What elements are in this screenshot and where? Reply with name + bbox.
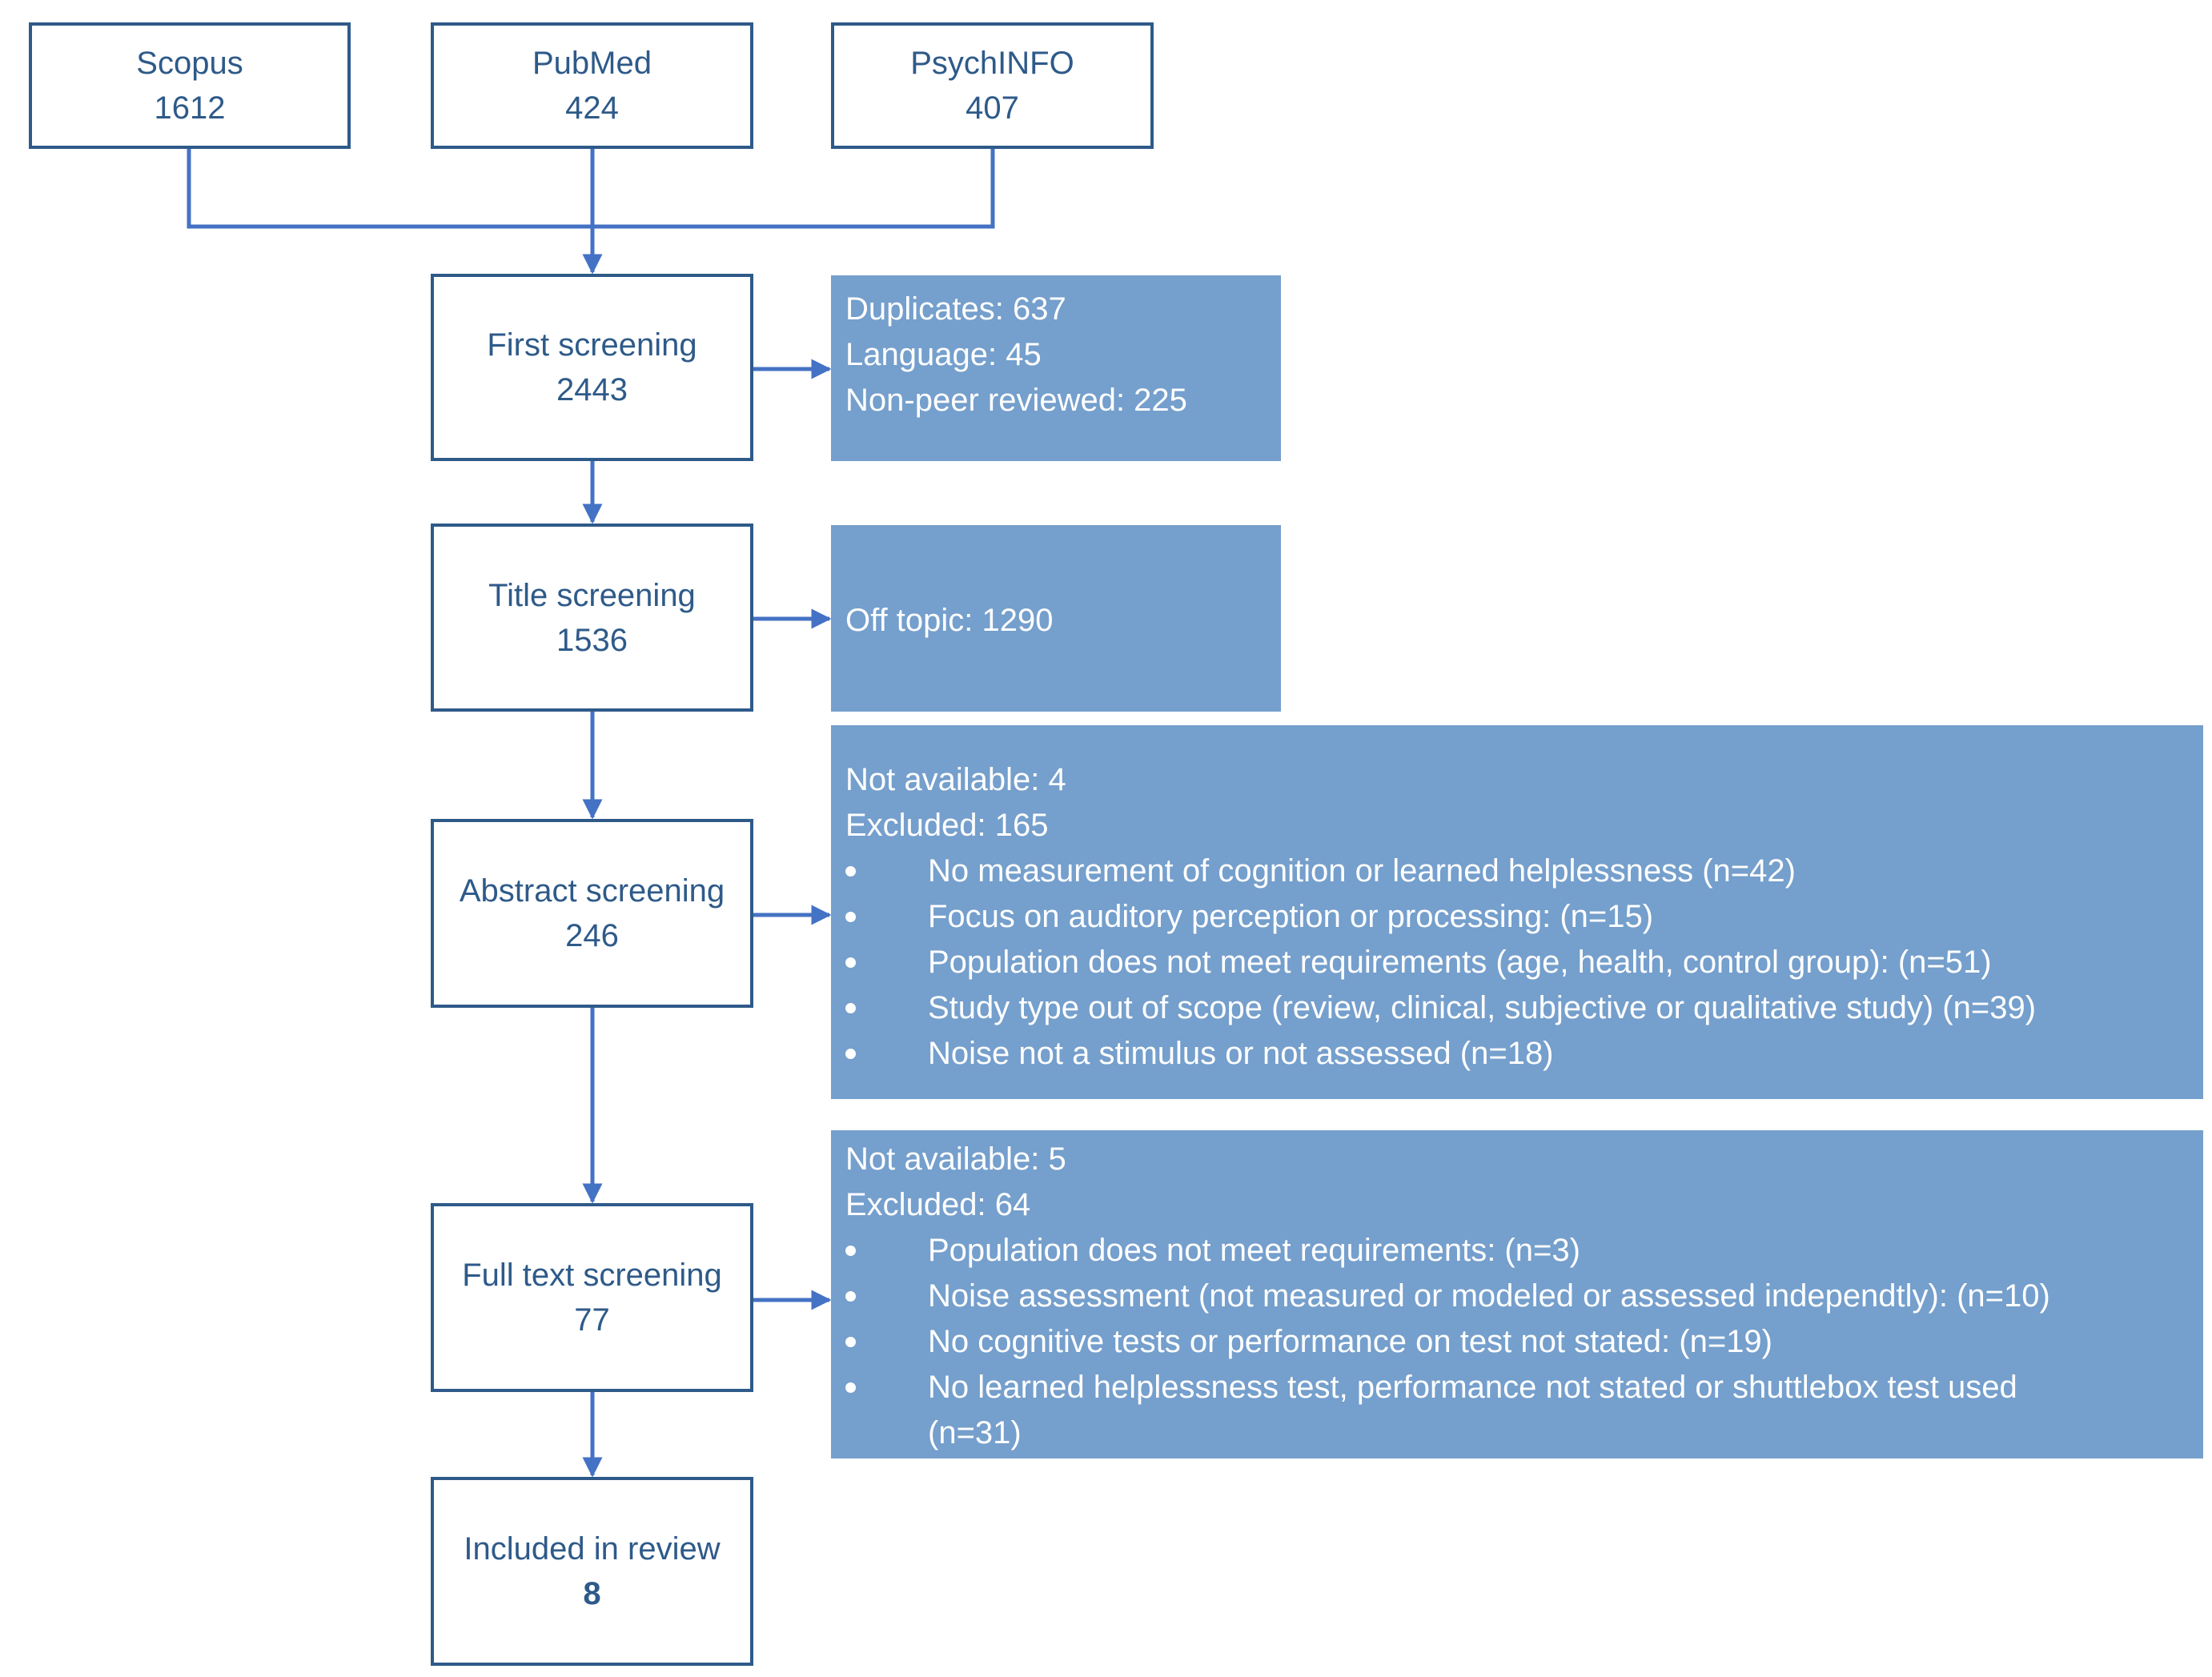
- exclusion-reason-text: Focus on auditory perception or processi…: [928, 899, 1654, 934]
- exclusion-box-first-screening: Duplicates: 637 Language: 45 Non-peer re…: [831, 275, 1281, 461]
- exclusion-reason: Study type out of scope (review, clinica…: [845, 985, 2189, 1031]
- exclusion-reason-text: No measurement of cognition or learned h…: [928, 853, 1796, 889]
- stage-box-included: Included in review 8: [431, 1477, 753, 1666]
- source-count: 407: [965, 90, 1019, 126]
- exclusion-line: Excluded: 165: [845, 808, 1049, 843]
- exclusion-line: Language: 45: [845, 337, 1042, 372]
- stage-count: 1536: [556, 622, 628, 658]
- stage-box-title-screening: Title screening 1536: [431, 524, 753, 712]
- stage-box-first-screening: First screening 2443: [431, 274, 753, 461]
- exclusion-reason: No measurement of cognition or learned h…: [845, 849, 2189, 894]
- exclusion-reasons-list: No measurement of cognition or learned h…: [845, 849, 2189, 1077]
- source-label: Scopus: [136, 46, 243, 81]
- exclusion-line: Not available: 4: [845, 762, 1066, 797]
- exclusion-reason: Population does not meet requirements: (…: [845, 1228, 2189, 1274]
- bullet-icon: [845, 1337, 856, 1347]
- bullet-icon: [845, 1003, 856, 1013]
- bullet-icon: [845, 957, 856, 968]
- source-box-scopus: Scopus 1612: [29, 22, 351, 149]
- bullet-icon: [845, 1291, 856, 1302]
- stage-count: 8: [583, 1576, 601, 1611]
- stage-label: Full text screening: [462, 1258, 722, 1293]
- source-box-pubmed: PubMed 424: [431, 22, 753, 149]
- exclusion-box-fulltext-screening: Not available: 5 Excluded: 64 Population…: [831, 1130, 2203, 1458]
- source-box-psychinfo: PsychINFO 407: [831, 22, 1154, 149]
- exclusion-reason-text: No cognitive tests or performance on tes…: [928, 1324, 1772, 1359]
- source-label: PsychINFO: [910, 46, 1074, 81]
- exclusion-reason-text: Study type out of scope (review, clinica…: [928, 990, 2037, 1025]
- stage-count: 2443: [556, 372, 628, 407]
- exclusion-line: Excluded: 64: [845, 1187, 1031, 1222]
- connector-scopus: [187, 149, 592, 229]
- exclusion-line: Off topic: 1290: [845, 603, 1054, 638]
- exclusion-reason: Noise not a stimulus or not assessed (n=…: [845, 1031, 2189, 1077]
- bullet-icon: [845, 866, 856, 877]
- exclusion-reasons-list: Population does not meet requirements: (…: [845, 1228, 2189, 1456]
- exclusion-line: Non-peer reviewed: 225: [845, 383, 1187, 418]
- exclusion-reason-text: Population does not meet requirements: (…: [928, 1233, 1580, 1268]
- stage-count: 246: [565, 918, 619, 953]
- bullet-icon: [845, 1382, 856, 1393]
- exclusion-reason: Focus on auditory perception or processi…: [845, 894, 2189, 940]
- source-count: 1612: [154, 90, 226, 126]
- stage-box-abstract-screening: Abstract screening 246: [431, 819, 753, 1008]
- exclusion-reason: No learned helplessness test, performanc…: [845, 1365, 2113, 1456]
- bullet-icon: [845, 912, 856, 922]
- stage-label: Title screening: [488, 577, 696, 613]
- exclusion-box-title-screening: Off topic: 1290: [831, 525, 1281, 712]
- stage-label: Included in review: [464, 1531, 721, 1567]
- connector-psychinfo: [592, 149, 995, 229]
- exclusion-reason-text: Noise not a stimulus or not assessed (n=…: [928, 1036, 1554, 1071]
- exclusion-line: Duplicates: 637: [845, 291, 1066, 327]
- exclusion-box-abstract-screening: Not available: 4 Excluded: 165 No measur…: [831, 725, 2203, 1099]
- bullet-icon: [845, 1049, 856, 1059]
- source-label: PubMed: [532, 46, 652, 81]
- exclusion-reason-text: Noise assessment (not measured or modele…: [928, 1278, 2050, 1314]
- source-count: 424: [565, 90, 619, 126]
- stage-label: First screening: [487, 327, 697, 363]
- stage-box-fulltext-screening: Full text screening 77: [431, 1203, 753, 1392]
- exclusion-reason-text: No learned helplessness test, performanc…: [928, 1370, 2017, 1450]
- exclusion-reason: Population does not meet requirements (a…: [845, 940, 2189, 985]
- exclusion-reason-text: Population does not meet requirements (a…: [928, 945, 1992, 980]
- exclusion-reason: No cognitive tests or performance on tes…: [845, 1319, 2189, 1365]
- stage-count: 77: [574, 1302, 610, 1338]
- stage-label: Abstract screening: [459, 873, 725, 909]
- exclusion-reason: Noise assessment (not measured or modele…: [845, 1274, 2189, 1319]
- bullet-icon: [845, 1246, 856, 1256]
- exclusion-line: Not available: 5: [845, 1141, 1066, 1177]
